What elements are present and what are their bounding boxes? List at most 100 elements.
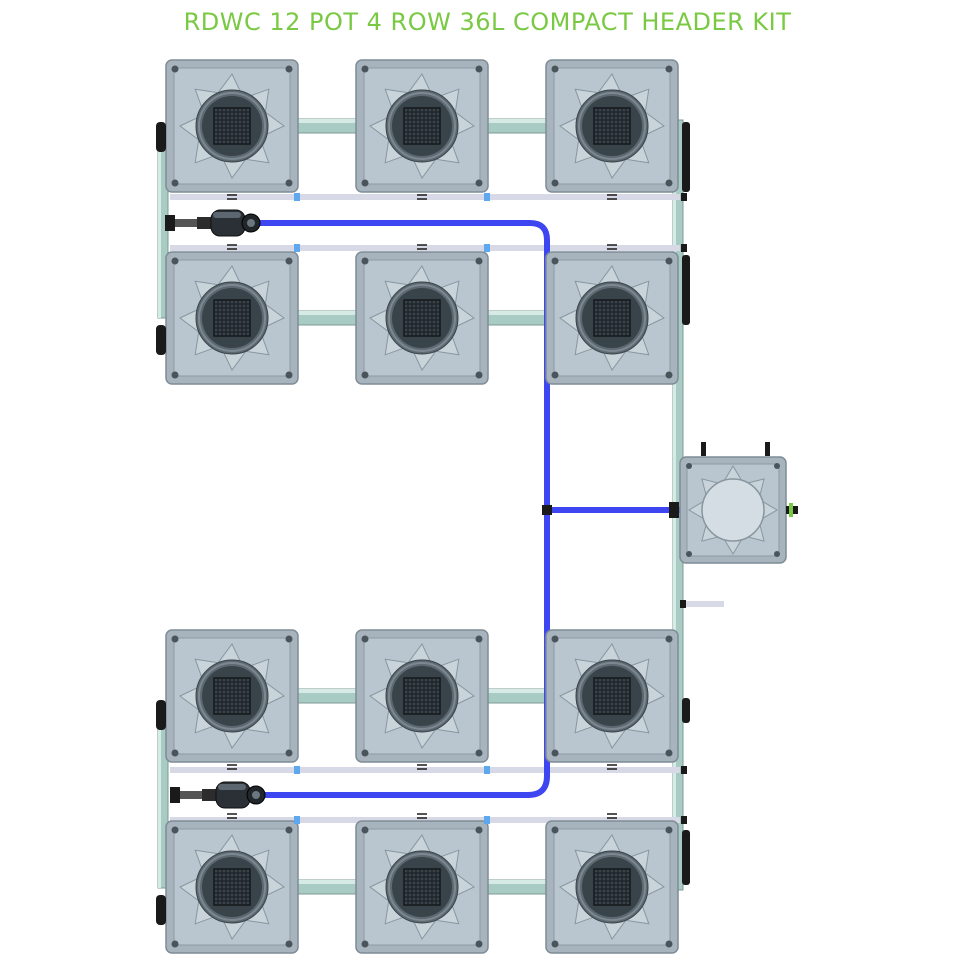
return-line xyxy=(170,767,680,773)
pot-corner-foot xyxy=(475,940,483,948)
collar-ring xyxy=(578,92,646,160)
pump-body-shine xyxy=(213,212,241,218)
return-fitting xyxy=(294,193,300,201)
pot-corner-foot xyxy=(551,635,559,643)
return-fitting xyxy=(484,244,490,252)
grow-pot-icon xyxy=(355,629,489,763)
net-pot xyxy=(202,96,262,156)
net-pot-frame xyxy=(213,677,251,715)
net-pot-frame xyxy=(403,868,441,906)
pot-corner-foot xyxy=(361,940,369,948)
pot-corner-foot xyxy=(665,826,673,834)
pump-coupling xyxy=(202,789,216,801)
pot-corner-foot xyxy=(665,940,673,948)
collar-ring xyxy=(198,92,266,160)
pot-corner-foot xyxy=(361,371,369,379)
left-end-cap xyxy=(156,122,166,152)
right-end-tab xyxy=(682,122,690,192)
pump-valve-block xyxy=(165,215,175,231)
right-end-tab xyxy=(682,698,690,723)
pot-corner-foot xyxy=(475,65,483,73)
drain-valve-handle xyxy=(789,503,793,517)
grow-pot-icon xyxy=(545,820,679,954)
collar-ring xyxy=(578,284,646,352)
pot-corner-foot xyxy=(665,749,673,757)
pump-icon xyxy=(165,209,261,237)
tank-corner-foot xyxy=(686,551,692,557)
grow-pot-icon xyxy=(165,629,299,763)
net-pot xyxy=(582,288,642,348)
collar-ring xyxy=(198,284,266,352)
return-line xyxy=(170,245,680,251)
net-pot xyxy=(582,96,642,156)
net-pot xyxy=(392,288,452,348)
left-manifold-top-highlight xyxy=(158,130,161,318)
pot-corner-foot xyxy=(551,371,559,379)
return-fitting xyxy=(484,193,490,201)
pot-corner-foot xyxy=(171,257,179,265)
pump-hose xyxy=(180,791,202,799)
collar-ring xyxy=(198,853,266,921)
pot-corner-foot xyxy=(475,179,483,187)
pot-corner-foot xyxy=(551,257,559,265)
return-fitting-end xyxy=(681,244,687,252)
pot-corner-foot xyxy=(361,635,369,643)
left-manifold-bottom-highlight xyxy=(158,705,161,888)
pot-corner-foot xyxy=(475,257,483,265)
left-end-cap xyxy=(156,895,166,925)
pot-corner-foot xyxy=(475,749,483,757)
pot-layer xyxy=(165,59,798,954)
tank-corner-foot xyxy=(686,463,692,469)
pot-corner-foot xyxy=(361,65,369,73)
pot-corner-foot xyxy=(475,371,483,379)
net-pot xyxy=(392,666,452,726)
return-line xyxy=(680,601,724,607)
pot-corner-foot xyxy=(361,826,369,834)
pot-corner-foot xyxy=(665,65,673,73)
collar-ring xyxy=(388,284,456,352)
row-connector-pipe-highlight xyxy=(296,880,358,884)
net-pot xyxy=(202,857,262,917)
pump-hose xyxy=(175,219,197,227)
grow-pot-icon xyxy=(545,629,679,763)
net-pot-frame xyxy=(213,299,251,337)
collar-ring xyxy=(578,662,646,730)
net-pot-frame xyxy=(213,107,251,145)
pot-corner-foot xyxy=(285,371,293,379)
tank-post xyxy=(701,442,706,456)
tank-corner-foot xyxy=(774,551,780,557)
pot-corner-foot xyxy=(361,179,369,187)
pump-coupling xyxy=(197,217,211,229)
pot-corner-foot xyxy=(665,179,673,187)
right-end-tab xyxy=(682,255,690,325)
grow-pot-icon xyxy=(355,251,489,385)
pump-icon xyxy=(170,781,266,809)
pot-corner-foot xyxy=(475,635,483,643)
row-connector-pipe-highlight xyxy=(296,689,358,693)
pump-head-center xyxy=(247,219,255,227)
row-connector-pipe-highlight xyxy=(486,311,548,315)
net-pot xyxy=(392,96,452,156)
pump-body-shine xyxy=(218,784,246,790)
return-fitting-end xyxy=(681,193,687,201)
return-line xyxy=(170,817,680,823)
row-connector-pipe-highlight xyxy=(296,311,358,315)
pot-corner-foot xyxy=(285,940,293,948)
pot-corner-foot xyxy=(551,826,559,834)
collar-ring xyxy=(578,853,646,921)
return-line xyxy=(170,194,680,200)
header-tank-icon xyxy=(679,442,798,564)
return-fitting-end xyxy=(681,816,687,824)
row-connector-pipe-highlight xyxy=(296,119,358,123)
row-connector-pipe-highlight xyxy=(486,119,548,123)
grow-pot-icon xyxy=(545,251,679,385)
return-fitting xyxy=(294,816,300,824)
pot-corner-foot xyxy=(285,635,293,643)
pot-corner-foot xyxy=(171,826,179,834)
fitting-layer xyxy=(156,122,690,925)
collar-ring xyxy=(388,92,456,160)
pot-corner-foot xyxy=(285,826,293,834)
pot-corner-foot xyxy=(551,65,559,73)
supply-tee xyxy=(542,505,552,515)
